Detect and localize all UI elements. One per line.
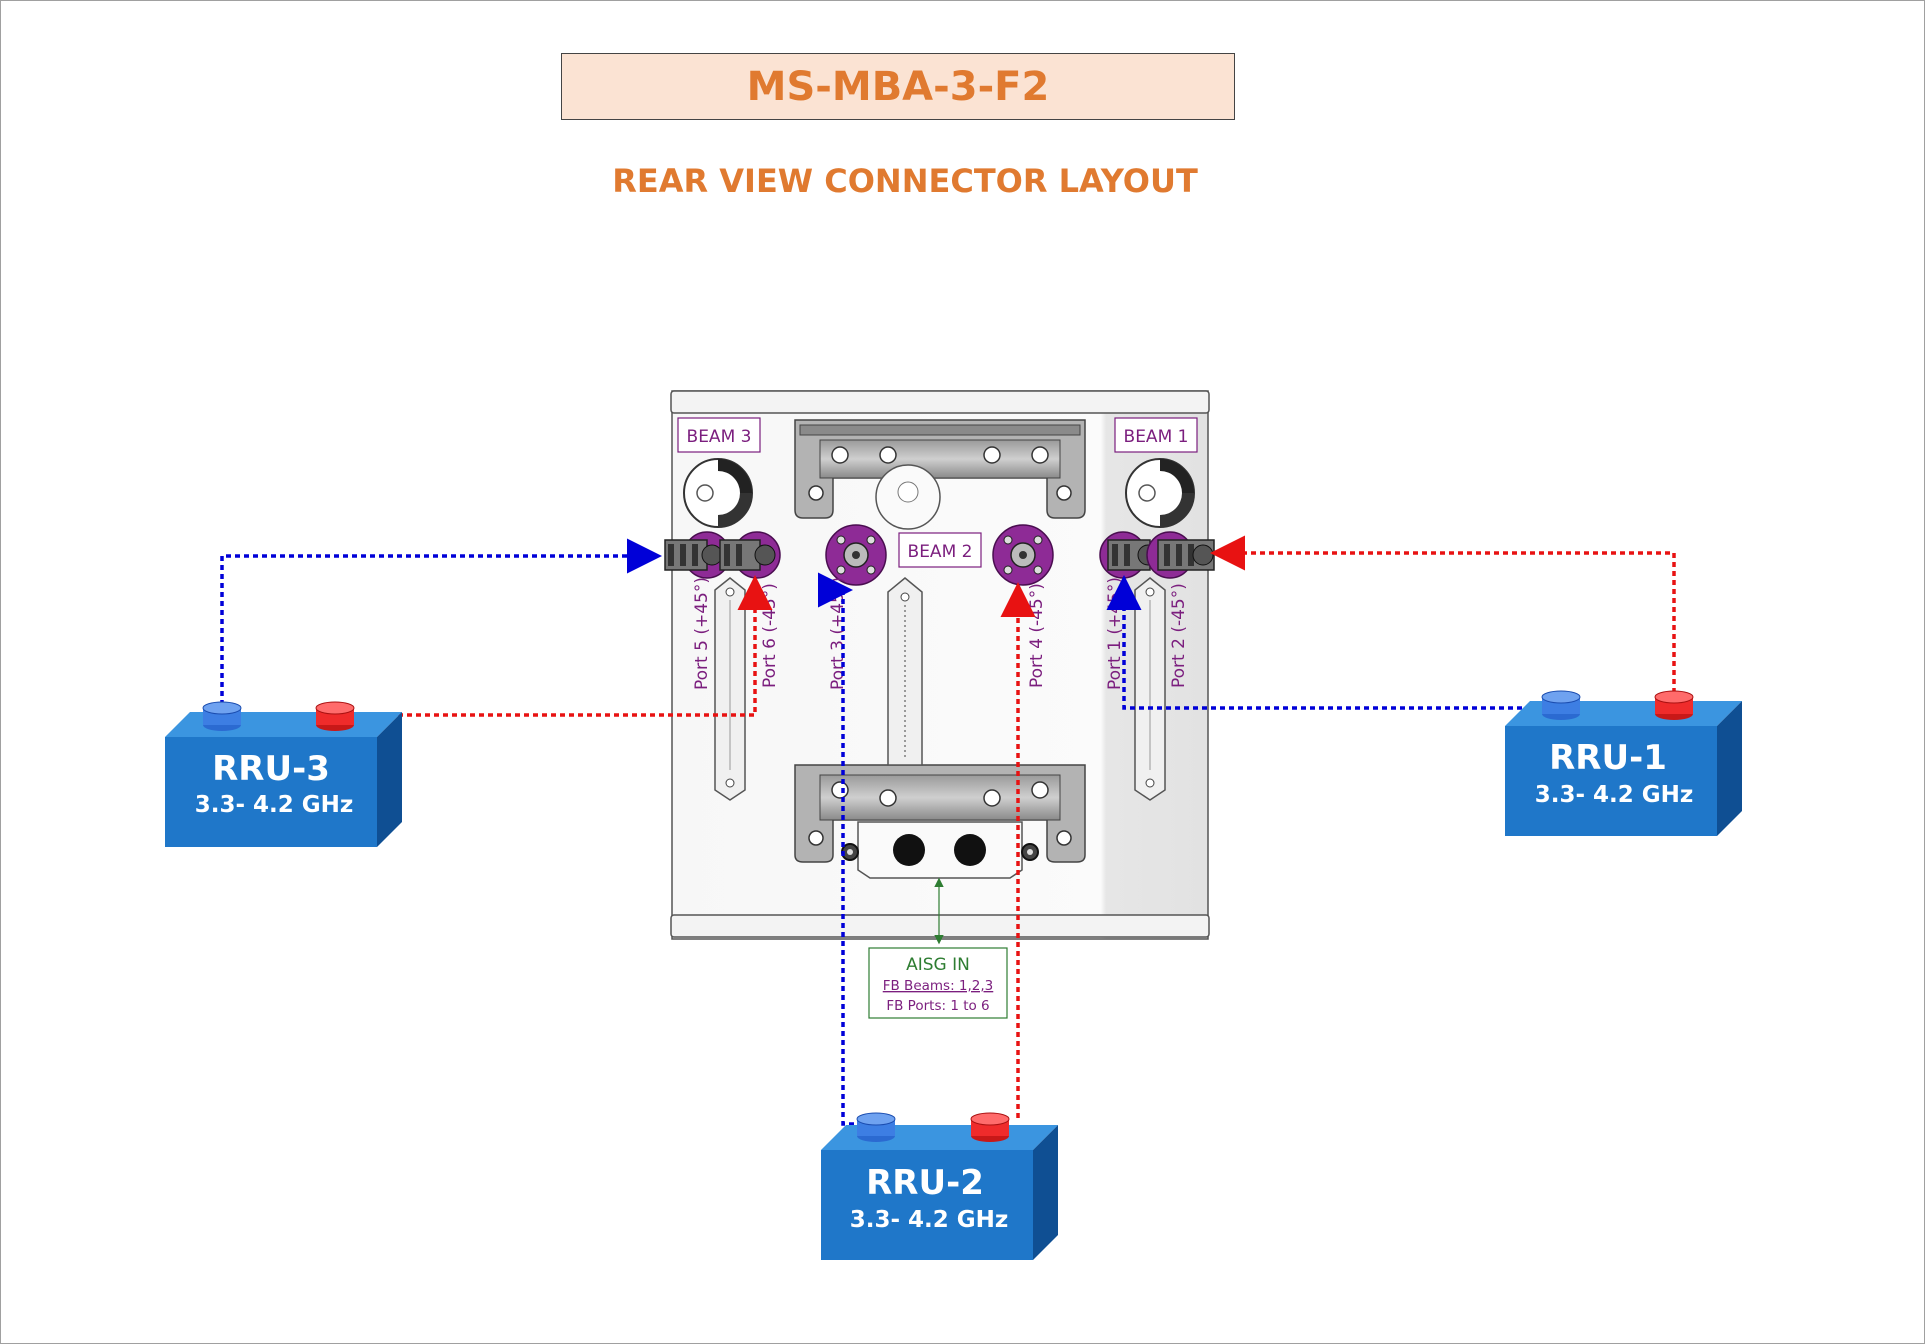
rru-1-box: RRU-1 3.3- 4.2 GHz xyxy=(1505,690,1742,836)
title-box: MS-MBA-3-F2 xyxy=(561,53,1235,120)
svg-text:BEAM 1: BEAM 1 xyxy=(1124,427,1189,447)
connector-port-6 xyxy=(719,531,781,579)
diagram-subtitle: REAR VIEW CONNECTOR LAYOUT xyxy=(612,162,1198,200)
rru-3-blue-port xyxy=(202,701,242,731)
top-mounting-bracket xyxy=(794,419,1086,530)
port-3-label: Port 3 (+45°) xyxy=(828,577,848,690)
rru-1-band: 3.3- 4.2 GHz xyxy=(1535,782,1694,808)
connector-port-1 xyxy=(1099,531,1159,579)
aisg-in-box: AISG IN FB Beams: 1,2,3 FB Ports: 1 to 6 xyxy=(868,947,1008,1019)
svg-text:BEAM 2: BEAM 2 xyxy=(908,542,973,562)
aisg-beams: FB Beams: 1,2,3 xyxy=(883,978,994,994)
cable-rru1-port1 xyxy=(1106,575,1540,710)
beam-3-label: BEAM 3 xyxy=(677,417,761,453)
rru-1-blue-port xyxy=(1541,690,1581,720)
port-1-label: Port 1 (+45°) xyxy=(1105,577,1125,690)
rru-2-red-port xyxy=(970,1112,1010,1142)
rru-3-name: RRU-3 xyxy=(212,749,330,789)
beam-1-label: BEAM 1 xyxy=(1114,417,1198,453)
connector-port-3 xyxy=(825,524,887,586)
rru-2-name: RRU-2 xyxy=(866,1163,984,1203)
cable-rru1-port2 xyxy=(1210,535,1676,693)
port-5-label: Port 5 (+45°) xyxy=(692,577,712,690)
cable-rru3-port6 xyxy=(335,575,773,717)
cable-rru3-port5 xyxy=(220,538,662,705)
port-6-label: Port 6 (-45°) xyxy=(760,583,780,688)
beam-2-label: BEAM 2 xyxy=(898,532,982,568)
bottom-mounting-bracket xyxy=(794,764,1086,879)
svg-text:BEAM 3: BEAM 3 xyxy=(687,427,752,447)
ret-actuator-beam3 xyxy=(683,458,753,528)
rru-2-box: RRU-2 3.3- 4.2 GHz xyxy=(821,1112,1058,1260)
ret-actuator-beam1 xyxy=(1125,458,1195,528)
rru-3-band: 3.3- 4.2 GHz xyxy=(195,792,354,818)
rru-2-blue-port xyxy=(856,1112,896,1142)
rru-3-red-port xyxy=(315,701,355,731)
rru-2-band: 3.3- 4.2 GHz xyxy=(850,1207,1009,1233)
port-2-label: Port 2 (-45°) xyxy=(1169,583,1189,688)
aisg-title: AISG IN xyxy=(906,955,970,975)
aisg-ports: FB Ports: 1 to 6 xyxy=(886,998,989,1014)
cable-rru2-port3 xyxy=(818,572,872,1126)
rru-1-red-port xyxy=(1654,690,1694,720)
rru-1-name: RRU-1 xyxy=(1549,738,1667,778)
connector-port-4 xyxy=(992,524,1054,586)
diagram-title: MS-MBA-3-F2 xyxy=(746,63,1050,110)
aisg-connectors xyxy=(841,834,1039,866)
port-4-label: Port 4 (-45°) xyxy=(1027,583,1047,688)
phase-shifter-rods xyxy=(714,577,1166,801)
rru-3-box: RRU-3 3.3- 4.2 GHz xyxy=(165,701,402,847)
